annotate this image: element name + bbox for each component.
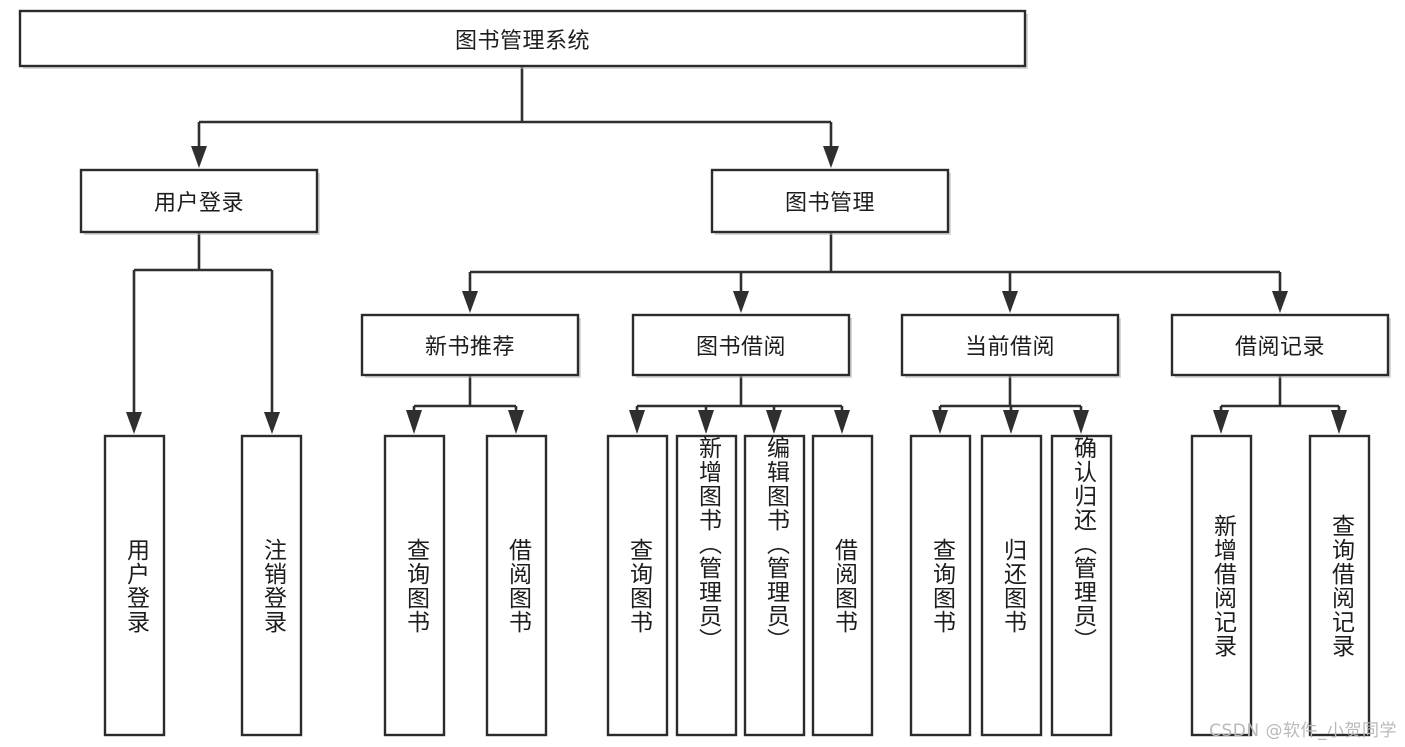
arrowhead-book-borrow <box>733 291 749 313</box>
connector-layer <box>126 66 1347 434</box>
node-box-leaf-confirm-return-admin[interactable] <box>1050 434 1113 737</box>
node-box-leaf-query-book-recommend[interactable] <box>383 434 446 737</box>
arrowhead-book-management <box>823 146 839 168</box>
node-box-borrow-records[interactable] <box>1170 313 1390 377</box>
node-box-leaf-query-borrow-record[interactable] <box>1308 434 1371 737</box>
node-box-leaf-user-login[interactable] <box>103 434 166 737</box>
arrowhead-leaf-query-book-borrow <box>629 410 645 434</box>
arrowhead-leaf-borrow-book <box>834 410 850 434</box>
arrowhead-leaf-return-book <box>1003 410 1019 434</box>
arrowhead-leaf-user-login <box>126 412 142 434</box>
node-box-leaf-logout[interactable] <box>240 434 303 737</box>
node-box-user-login[interactable] <box>79 168 319 234</box>
node-box-leaf-return-book[interactable] <box>980 434 1043 737</box>
arrowhead-new-book-recommend <box>462 291 478 313</box>
node-box-book-borrow[interactable] <box>631 313 851 377</box>
node-box-leaf-add-borrow-record[interactable] <box>1190 434 1253 737</box>
node-box-current-borrow[interactable] <box>900 313 1120 377</box>
node-box-leaf-borrow-book[interactable] <box>811 434 874 737</box>
arrowhead-leaf-borrow-book-recommend <box>508 410 524 434</box>
arrowhead-leaf-logout <box>264 412 280 434</box>
node-box-leaf-edit-book-admin[interactable] <box>743 434 806 737</box>
node-box-leaf-query-book-borrow[interactable] <box>606 434 669 737</box>
arrowhead-leaf-confirm-return-admin <box>1073 410 1089 434</box>
arrowhead-leaf-query-book-current <box>932 410 948 434</box>
csdn-watermark: CSDN @软件_小贺同学 <box>1209 721 1397 741</box>
node-box-leaf-borrow-book-recommend[interactable] <box>485 434 548 737</box>
node-layer <box>18 9 1391 737</box>
node-box-leaf-add-book-admin[interactable] <box>675 434 738 737</box>
node-box-book-management[interactable] <box>710 168 950 234</box>
node-box-root[interactable] <box>18 9 1027 68</box>
arrowhead-user-login <box>191 146 207 168</box>
arrowhead-leaf-edit-book-admin <box>766 410 782 434</box>
arrowhead-leaf-add-borrow-record <box>1213 410 1229 434</box>
node-box-new-book-recommend[interactable] <box>360 313 580 377</box>
arrowhead-borrow-records <box>1272 291 1288 313</box>
arrowhead-leaf-query-book-recommend <box>406 410 422 434</box>
arrowhead-leaf-add-book-admin <box>698 410 714 434</box>
arrowhead-leaf-query-borrow-record <box>1331 410 1347 434</box>
arrowhead-current-borrow <box>1002 291 1018 313</box>
node-box-leaf-query-book-current[interactable] <box>909 434 972 737</box>
